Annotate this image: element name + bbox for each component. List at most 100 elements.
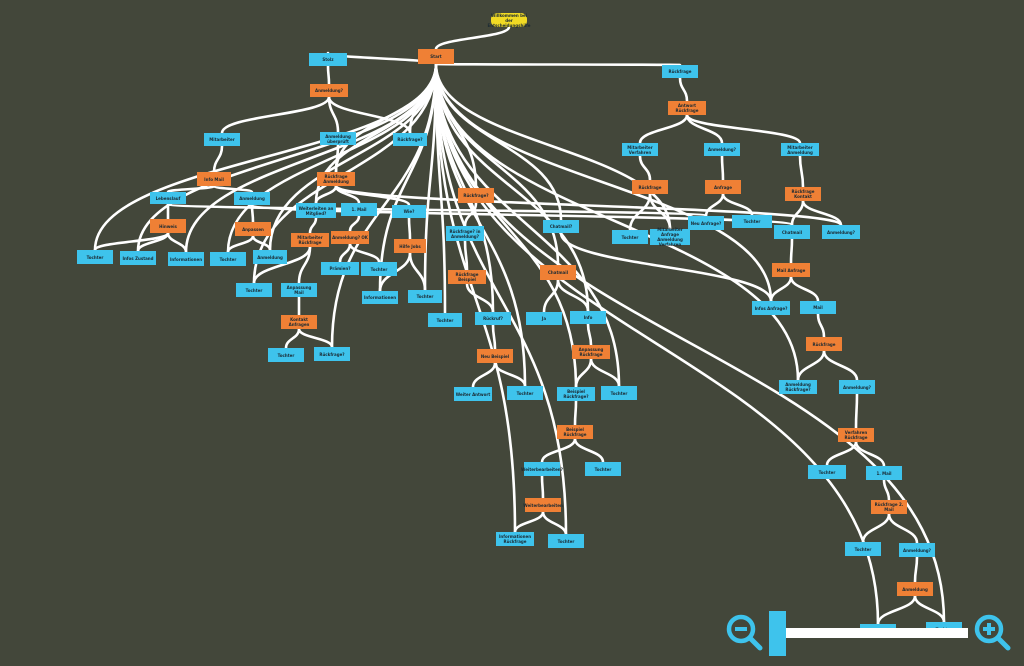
node-a26[interactable]: Tochter: [361, 262, 397, 276]
node-a9[interactable]: Anmeldung: [234, 192, 270, 205]
node-a23[interactable]: Tochter: [236, 283, 272, 297]
connector-hub-b18: [434, 62, 568, 536]
node-c27[interactable]: Anmeldung: [897, 582, 933, 596]
node-c26[interactable]: Anmeldung?: [899, 543, 935, 557]
connector-hub-b20: [434, 62, 517, 534]
node-a25[interactable]: Prämien?: [321, 262, 359, 275]
node-c20[interactable]: Anmeldung?: [839, 380, 875, 394]
node-c15[interactable]: Mail Anfrage: [772, 263, 810, 277]
node-c18[interactable]: Rückfrage: [806, 337, 842, 351]
node-b11[interactable]: Anpassung Rückfrage: [572, 345, 610, 359]
node-a7[interactable]: Rückfrage Anmeldung: [317, 172, 355, 186]
node-a3[interactable]: Mitarbeiter: [204, 133, 240, 146]
node-c23[interactable]: 1. Mail: [866, 466, 902, 480]
node-a10[interactable]: Hinweis: [150, 219, 186, 233]
node-a22[interactable]: Tochter: [210, 252, 246, 266]
connector-b17-b19: [540, 474, 545, 500]
node-b1[interactable]: Rückfrage?: [458, 188, 494, 203]
node-a11[interactable]: Anpassen: [235, 222, 271, 236]
node-a31[interactable]: Tochter: [408, 290, 442, 303]
node-b2[interactable]: Rückfrage? in Anmeldung?: [446, 226, 484, 241]
node-c14[interactable]: Anmeldung?: [822, 225, 860, 239]
node-a27[interactable]: Kontakt Anfragen: [281, 315, 317, 329]
node-a15[interactable]: Mitarbeiter Rückfrage: [291, 233, 329, 247]
node-b16[interactable]: Beispiel Rückfrage: [557, 425, 593, 439]
node-c16[interactable]: Infos Anfrage?: [752, 301, 790, 315]
node-b12[interactable]: Weiter Antwort: [454, 387, 492, 401]
node-c9[interactable]: Tochter: [612, 230, 648, 244]
node-b19[interactable]: Weiterbearbeiten: [523, 498, 563, 512]
node-c24[interactable]: Rückfrage 2. Mail: [871, 500, 907, 514]
node-hub[interactable]: Start: [418, 49, 454, 64]
node-b17[interactable]: Weiterbearbeiten?: [521, 462, 563, 476]
node-root[interactable]: Willkommen bei der Entscheidungshilfe: [487, 12, 531, 28]
node-a30[interactable]: Informationen: [362, 291, 398, 304]
node-c25[interactable]: Tochter: [845, 542, 881, 556]
node-a32[interactable]: Tochter: [428, 313, 462, 327]
node-a8[interactable]: Lebenslauf: [150, 192, 186, 204]
node-a28[interactable]: Tochter: [268, 348, 304, 362]
connector-c18-c19: [796, 349, 826, 382]
connector-c24-c26: [887, 512, 919, 545]
node-a5[interactable]: Rückfrage?: [393, 133, 427, 146]
connector-b11-b14: [574, 357, 593, 389]
connector-hub-b9: [434, 62, 527, 388]
node-a21[interactable]: Anmeldung: [253, 250, 287, 264]
node-b21[interactable]: Tochter: [548, 535, 584, 548]
node-c3[interactable]: Mitarbeiter Verfahren: [622, 143, 658, 156]
zoom-slider-track[interactable]: [782, 628, 968, 638]
node-a20[interactable]: Informationen: [168, 252, 204, 266]
node-b3[interactable]: Chatmail?: [543, 220, 579, 233]
node-c4[interactable]: Anmeldung?: [704, 143, 740, 156]
node-a4[interactable]: Anmeldung überprüft: [320, 132, 356, 145]
node-c1[interactable]: Rückfrage: [662, 65, 698, 78]
node-b13[interactable]: Tochter: [601, 386, 637, 400]
node-a2[interactable]: Anmeldung?: [310, 84, 348, 97]
node-c2[interactable]: Antwort Rückfrage: [668, 101, 706, 115]
node-a16[interactable]: Anmeldung? OK: [331, 231, 369, 244]
node-a6[interactable]: Info Mail: [197, 172, 231, 186]
node-a12[interactable]: Weiterleiten an Mitglied?: [296, 203, 336, 218]
connector-c4-c7: [720, 154, 725, 182]
node-a19[interactable]: Infos Zustand: [120, 251, 156, 265]
node-b6[interactable]: Rückruf?: [475, 312, 511, 325]
node-b15[interactable]: Tochter: [585, 462, 621, 476]
zoom-in-icon[interactable]: [972, 612, 1012, 652]
node-c6[interactable]: Rückfrage: [632, 180, 668, 194]
connector-c2-c3: [638, 113, 689, 145]
node-b9[interactable]: Tochter: [507, 386, 543, 400]
node-c5[interactable]: Mitarbeiter Anmeldung: [781, 143, 819, 156]
node-c21[interactable]: Verfahren Rückfrage: [838, 428, 874, 442]
node-a17[interactable]: Hilfe Jobs: [394, 239, 426, 253]
node-b4[interactable]: Rückfrage Beispiel: [448, 270, 486, 284]
node-a24[interactable]: Anpassung Mail: [281, 283, 317, 297]
node-a14[interactable]: Wie?: [392, 205, 426, 218]
zoom-slider-handle[interactable]: [769, 611, 786, 656]
connector-a15-a24: [297, 245, 312, 285]
node-c13[interactable]: Chatmail: [774, 225, 810, 239]
node-b7[interactable]: Ja: [526, 312, 562, 325]
node-c17[interactable]: Mail: [800, 301, 836, 314]
node-c10[interactable]: Neu Anfrage?: [688, 216, 724, 230]
node-a13[interactable]: 1. Mail: [341, 203, 377, 216]
node-b5[interactable]: Chatmail: [540, 265, 576, 280]
node-a1[interactable]: Stolz: [309, 53, 347, 66]
node-a18[interactable]: Tochter: [77, 250, 113, 264]
connector-b8-b11: [586, 322, 593, 347]
zoom-out-icon[interactable]: [724, 612, 764, 652]
connector-a17-a31: [408, 251, 427, 292]
node-b10[interactable]: Neu Beispiel: [477, 349, 513, 363]
node-b14[interactable]: Beispiel Rückfrage?: [557, 387, 595, 401]
node-b20[interactable]: Informationen Rückfrage: [496, 532, 534, 546]
connector-c27-c28: [876, 594, 917, 626]
node-b8[interactable]: Info: [570, 311, 606, 324]
node-c11[interactable]: Tochter: [732, 215, 772, 228]
node-c8[interactable]: Rückfrage Kontakt: [785, 187, 821, 201]
node-a29[interactable]: Rückfrage?: [314, 347, 350, 361]
node-c7[interactable]: Anfrage: [705, 180, 741, 194]
node-c22[interactable]: Tochter: [808, 465, 846, 479]
connector-a27-a29: [297, 327, 334, 349]
node-c19[interactable]: Anmeldung Rückfrage?: [779, 380, 817, 394]
node-c12[interactable]: Mitarbeiter Anfrage Anmeldung Verfahren: [650, 227, 690, 247]
